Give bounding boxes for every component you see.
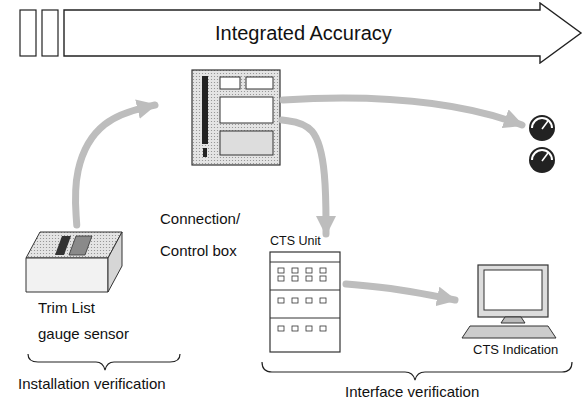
sensor-illustration: [26, 232, 122, 292]
control-module: [246, 77, 273, 89]
cabinet-line: [270, 318, 340, 319]
bar-rect: [20, 10, 36, 56]
cabinet-indicator: [306, 298, 312, 303]
gauge-scale: [532, 150, 552, 160]
cabinet-body: [270, 252, 340, 352]
cabinet-illustration: [270, 252, 340, 352]
group-label: Interface verification: [345, 383, 479, 400]
cabinet-indicator: [306, 326, 312, 331]
sensor-node: Trim List gauge sensor: [25, 225, 140, 350]
gauge-scale: [532, 118, 552, 128]
cabinet-indicator: [292, 326, 298, 331]
monitor-stand: [501, 317, 525, 323]
gauge-needle: [542, 121, 548, 129]
control-box-illustration: [192, 70, 280, 165]
cabinet-indicator: [292, 268, 298, 273]
node-label: Connection/ Control box: [160, 203, 260, 266]
arrow-shape: [64, 3, 581, 63]
control-module: [220, 97, 273, 123]
cabinet-indicator: [278, 326, 284, 331]
node-label: CTS Unit: [270, 234, 342, 249]
control-panel: [192, 70, 280, 165]
screen: [484, 270, 542, 310]
cabinet-indicator: [320, 326, 326, 331]
cts-indication-node: CTS Indication: [455, 260, 577, 360]
node-label: Integrated Accuracy: [215, 21, 475, 45]
keyboard: [462, 326, 556, 338]
gauge-needle: [542, 153, 548, 161]
computer-illustration: [462, 265, 556, 338]
flow-arrow: [346, 284, 455, 300]
banner-arrow: Integrated Accuracy: [62, 2, 584, 64]
sensor-side: [108, 232, 122, 292]
group-label: Installation verification: [18, 375, 166, 392]
control-strip: [202, 76, 208, 144]
cts-unit-node: CTS Unit: [266, 234, 346, 354]
flow-arrow: [282, 120, 326, 234]
cabinet-line: [270, 262, 340, 263]
cabinet-indicator: [292, 298, 298, 303]
control-box-node: Connection/ Control box: [155, 65, 282, 268]
control-switch: [203, 148, 207, 157]
cabinet-indicator: [320, 276, 326, 281]
node-label: CTS Indication: [473, 342, 573, 358]
sensor-front: [26, 258, 108, 292]
cabinet-indicator: [278, 298, 284, 303]
bar-rect: [42, 10, 58, 56]
gauge-icon: [529, 147, 555, 173]
gauge-body: [529, 115, 555, 141]
cabinet-indicator: [292, 276, 298, 281]
node-label: Trim List gauge sensor: [38, 295, 136, 346]
flow-arrow: [75, 105, 155, 225]
monitor: [478, 265, 548, 317]
cabinet-indicator: [278, 268, 284, 273]
cabinet-indicator: [320, 268, 326, 273]
bracket: [262, 362, 572, 380]
sensor-slot: [69, 236, 92, 255]
cabinet-line: [270, 290, 340, 291]
signal-arrow: [283, 98, 522, 125]
cabinet-indicator: [306, 276, 312, 281]
bracket: [28, 354, 180, 370]
cabinet-indicator: [320, 298, 326, 303]
control-module: [220, 77, 240, 89]
sensor-slot: [55, 236, 71, 255]
gauge-icon: [529, 115, 555, 141]
cabinet-indicator: [306, 268, 312, 273]
gauge-body: [529, 147, 555, 173]
sensor-top: [26, 232, 122, 258]
cabinet-indicator: [278, 276, 284, 281]
control-module: [220, 131, 273, 155]
